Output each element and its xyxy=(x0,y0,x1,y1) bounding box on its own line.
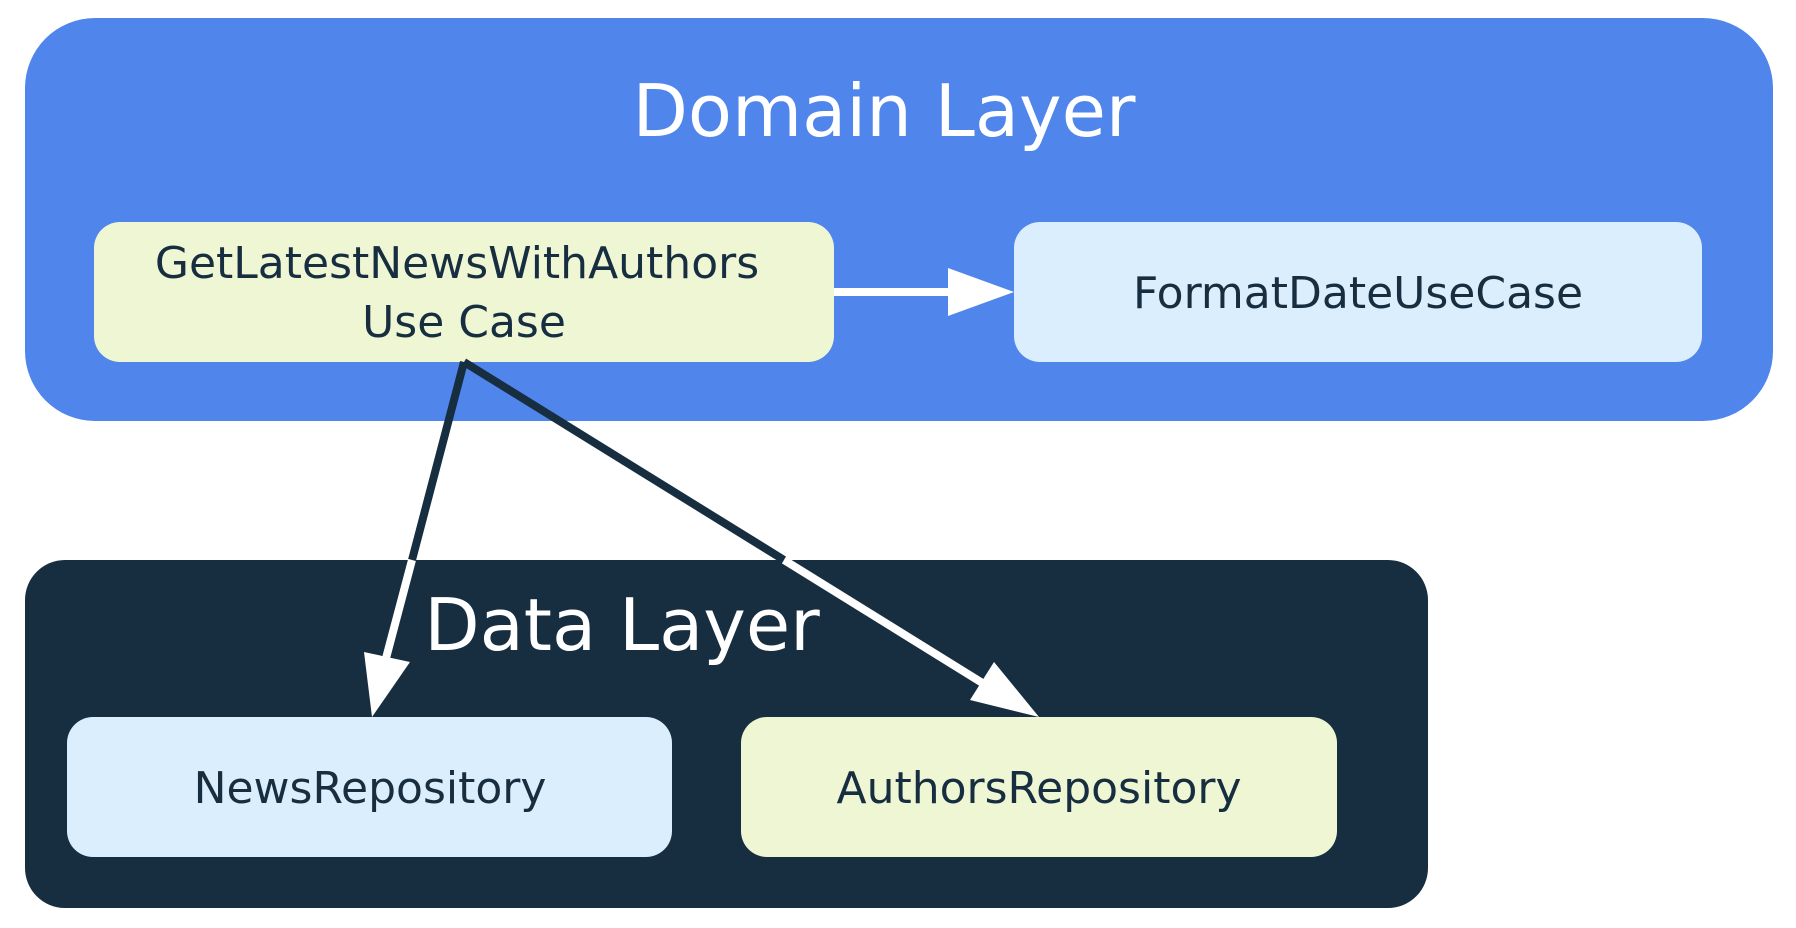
domain-layer-title: Domain Layer xyxy=(632,69,1135,153)
get-latest-news-use-case-box[interactable] xyxy=(94,222,834,362)
data-layer-title: Data Layer xyxy=(424,583,820,667)
format-date-use-case-label: FormatDateUseCase xyxy=(1133,268,1583,319)
get-latest-news-use-case-line1: GetLatestNewsWithAuthors xyxy=(155,238,759,289)
get-latest-news-use-case-label: GetLatestNewsWithAuthors Use Case xyxy=(155,238,773,348)
get-latest-news-use-case-line2: Use Case xyxy=(362,297,566,348)
arrow-usecase-to-authorsrepository xyxy=(461,358,1039,717)
news-repository-box[interactable] xyxy=(67,717,672,857)
authors-repository-label: AuthorsRepository xyxy=(836,763,1241,814)
arrow-usecase-to-newsrepository xyxy=(364,360,468,717)
format-date-use-case-box[interactable] xyxy=(1014,222,1702,362)
authors-repository-box[interactable] xyxy=(741,717,1337,857)
arrow-usecase-to-formatdate xyxy=(834,268,1014,316)
news-repository-label: NewsRepository xyxy=(194,763,547,814)
